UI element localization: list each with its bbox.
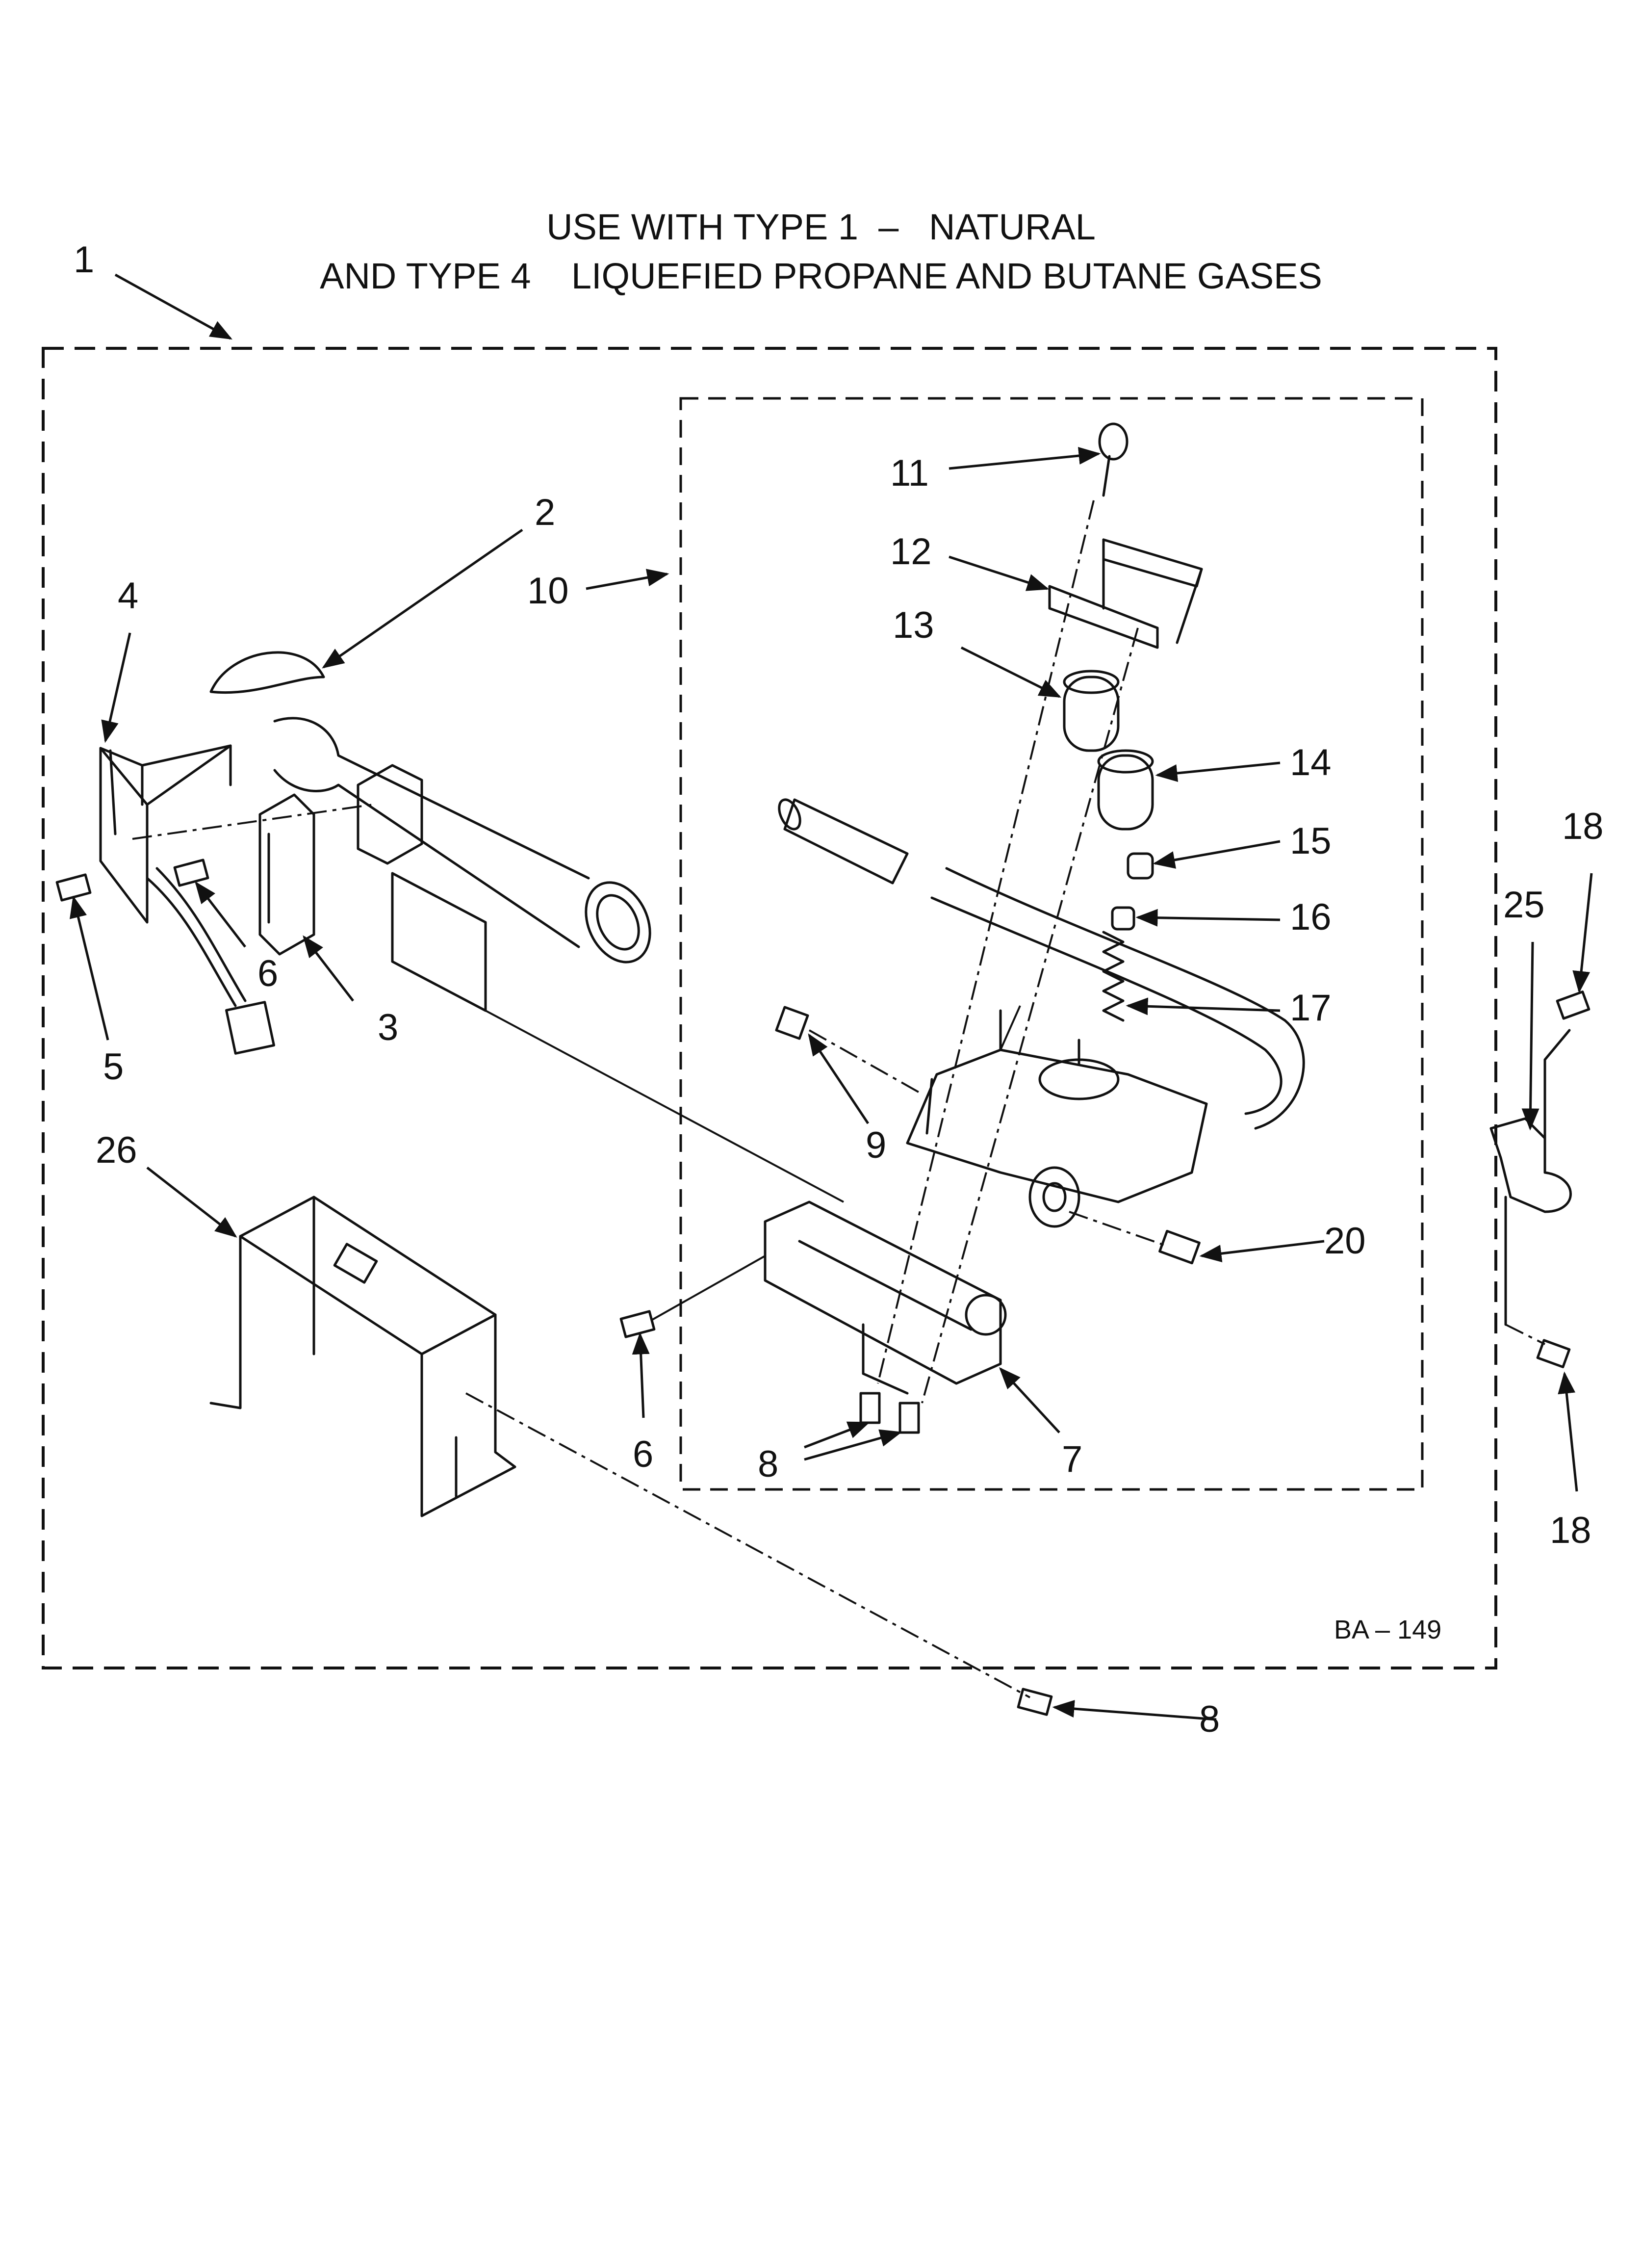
diagram-code: BA – 149 bbox=[1334, 1615, 1441, 1644]
screw-part-18-bottom bbox=[1536, 1339, 1571, 1368]
screw-part-6-right bbox=[619, 1310, 656, 1338]
callout-26: 26 bbox=[96, 1129, 137, 1171]
nut-part-9 bbox=[775, 1006, 809, 1040]
callout-7: 7 bbox=[1062, 1438, 1082, 1480]
part-15 bbox=[1127, 852, 1154, 880]
callout-20: 20 bbox=[1324, 1220, 1366, 1262]
callout-6-right: 6 bbox=[633, 1434, 653, 1475]
wire-harness bbox=[146, 867, 275, 1055]
spring-part-17 bbox=[1102, 931, 1125, 1022]
screw-part-8-bottom bbox=[1017, 1688, 1053, 1716]
burner-clamp-bracket bbox=[357, 764, 487, 1012]
callout-14: 14 bbox=[1290, 742, 1332, 783]
gas-supply-tube bbox=[930, 867, 1305, 1130]
callout-9: 9 bbox=[866, 1124, 886, 1166]
callout-25: 25 bbox=[1503, 884, 1545, 926]
callout-10: 10 bbox=[527, 570, 569, 612]
gas-valve-body bbox=[906, 1009, 1208, 1228]
callout-15: 15 bbox=[1290, 820, 1332, 862]
connection-lines bbox=[485, 1005, 1021, 1321]
coil-bracket-part-12 bbox=[1048, 538, 1203, 649]
assembly-guide-lines bbox=[132, 500, 1545, 1698]
plate-part-3 bbox=[258, 793, 315, 956]
callout-12: 12 bbox=[890, 531, 932, 573]
burner-tube-part-2 bbox=[209, 651, 651, 964]
outer-assembly-boundary bbox=[42, 347, 1497, 1669]
orifice-tube-piece bbox=[778, 798, 909, 885]
part-16 bbox=[1111, 906, 1135, 931]
valve-assembly-boundary bbox=[679, 397, 1424, 1491]
orifice-part-20 bbox=[1158, 1229, 1201, 1265]
screw-part-11 bbox=[1098, 422, 1129, 497]
bracket-part-4 bbox=[99, 744, 232, 924]
callout-8-bottom: 8 bbox=[1199, 1698, 1220, 1740]
callout-3: 3 bbox=[378, 1007, 398, 1048]
screw-part-18-top bbox=[1556, 991, 1591, 1020]
callout-18-bottom: 18 bbox=[1550, 1510, 1591, 1551]
callout-1: 1 bbox=[74, 239, 94, 281]
header-line-1: USE WITH TYPE 1 – NATURAL bbox=[546, 207, 1096, 247]
callout-5: 5 bbox=[103, 1046, 124, 1088]
callout-16: 16 bbox=[1290, 896, 1332, 938]
mount-bracket-part-7 bbox=[764, 1200, 1007, 1395]
callout-17: 17 bbox=[1290, 987, 1332, 1029]
screw-part-8-mid bbox=[898, 1402, 920, 1434]
callout-13: 13 bbox=[893, 604, 934, 646]
callout-18-top: 18 bbox=[1562, 806, 1604, 847]
callout-6-left: 6 bbox=[257, 953, 278, 994]
screw-part-6-left bbox=[173, 859, 209, 887]
screw-part-8-left bbox=[859, 1392, 881, 1424]
coil-part-14 bbox=[1097, 749, 1154, 831]
support-bracket-part-26 bbox=[209, 1196, 516, 1517]
callout-8-mid: 8 bbox=[758, 1443, 778, 1485]
screw-part-5 bbox=[55, 873, 92, 902]
coil-part-13 bbox=[1063, 670, 1120, 752]
callout-leaders bbox=[70, 273, 1593, 1721]
callout-2: 2 bbox=[535, 492, 555, 533]
callout-4: 4 bbox=[118, 575, 138, 617]
header-line-2: AND TYPE 4 LIQUEFIED PROPANE AND BUTANE … bbox=[320, 256, 1322, 296]
clamp-part-25 bbox=[1489, 1029, 1572, 1326]
callout-11: 11 bbox=[890, 452, 929, 494]
